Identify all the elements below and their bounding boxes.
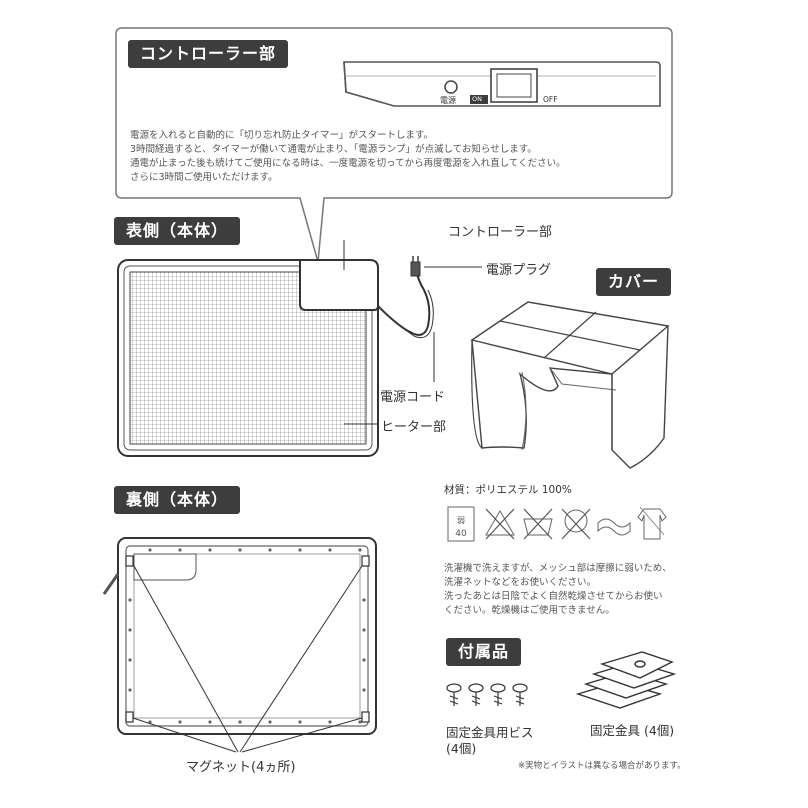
controller-panel-frame [115, 27, 673, 263]
accessories-illustration [446, 651, 677, 709]
callout-cord: 電源コード [380, 390, 446, 405]
magnet-label: マグネット(4ヵ所) [186, 760, 296, 775]
back-tag: 裏側（本体） [114, 486, 241, 514]
on-badge [470, 95, 488, 104]
controller-tag: コントローラー部 [128, 40, 289, 68]
iron-low-icon [561, 508, 591, 540]
wash-note-2: 洗濯ネットなどをお使いください。 [444, 577, 597, 588]
power-plug-icon [410, 261, 421, 277]
svg-text:40: 40 [455, 529, 467, 539]
no-tumble-dry-icon [523, 508, 553, 540]
bracket-icons [575, 651, 677, 709]
controller-description-4: さらに3時間ご使用いただけます。 [130, 172, 278, 183]
off-label: OFF [543, 95, 558, 104]
power-lamp-icon [444, 80, 458, 94]
accessories-tag: 付属品 [446, 638, 522, 666]
callout-plug: 電源プラグ [486, 263, 552, 278]
cover-tag: カバー [596, 268, 672, 296]
callout-heater: ヒーター部 [381, 420, 447, 435]
on-label: ON [472, 95, 482, 103]
no-bleach-icon [485, 508, 515, 540]
wash-note-1: 洗濯機で洗えますが、メッシュ部は摩擦に弱いため、 [444, 563, 672, 574]
cover-illustration [470, 301, 670, 469]
brackets-label: 固定金具 (4個) [590, 723, 675, 738]
care-icons: 弱 40 [444, 501, 672, 549]
screw-icons [446, 683, 528, 706]
callout-controller: コントローラー部 [448, 225, 553, 240]
wash-40-icon: 弱 40 [447, 506, 475, 542]
line-dry-shade-icon [637, 506, 667, 540]
front-illustration [117, 240, 482, 457]
controller-description-1: 電源を入れると自動的に「切り忘れ防止タイマー」がスタートします。 [130, 130, 434, 141]
cover-material: 材質：ポリエステル 100% [444, 484, 572, 496]
screws-label-1: 固定金具用ビス [446, 725, 534, 740]
power-label: 電源 [440, 96, 456, 105]
screws-label-2: (4個) [446, 741, 477, 756]
magnet-icons [125, 555, 370, 723]
wash-net-icon [597, 518, 631, 536]
back-illustration [102, 537, 377, 753]
wash-note-4: ください。乾燥機はご使用できません。 [444, 605, 615, 616]
front-tag: 表側（本体） [114, 217, 241, 245]
svg-text:弱: 弱 [457, 516, 465, 525]
wash-note-3: 洗ったあとは日陰でよく自然乾燥させてからお使い [444, 591, 663, 602]
controller-description-3: 通電が止まった後も続けてご使用になる時は、一度電源を切ってから再度電源を入れ直し… [130, 158, 566, 169]
controller-description-2: 3時間経過すると、タイマーが働いて通電が止まり、「電源ランプ」が点滅してお知らせ… [130, 144, 537, 155]
footnote: ※実物とイラストは異なる場合があります。 [518, 761, 686, 771]
